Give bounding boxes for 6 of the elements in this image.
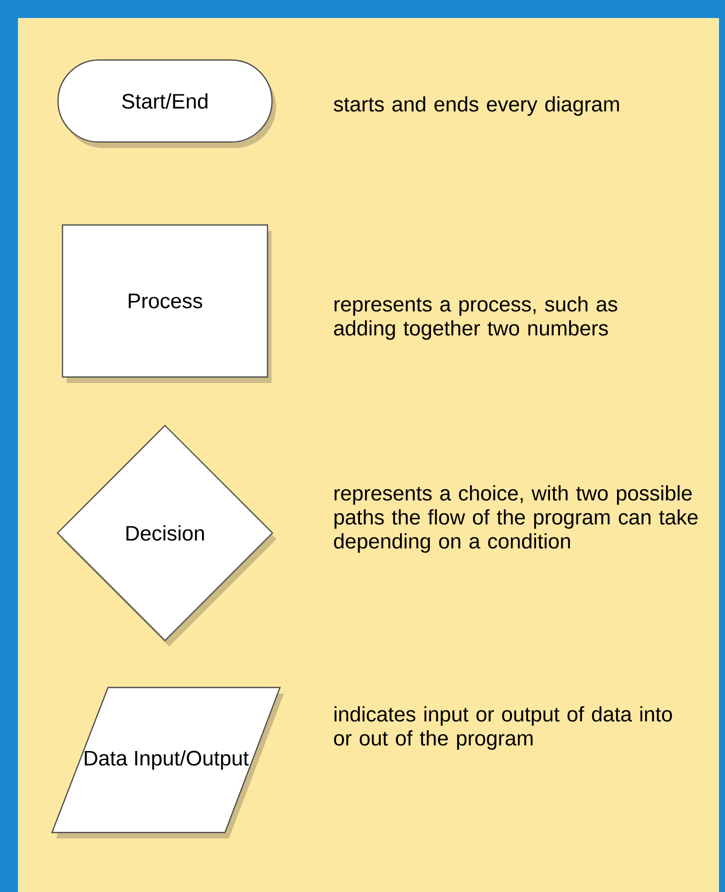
data-parallelogram: Data Input/Output [51,686,284,838]
description-text: indicates input or output of data into or out of the program [334,706,672,750]
description-text: represents a choice, with two possible paths the flow of the program can take depending on a condition [334,485,698,553]
process-box: Process [62,224,272,383]
description-text: represents a process, such as adding together two numbers [334,296,618,340]
description-text: starts and ends every diagram [334,96,619,116]
